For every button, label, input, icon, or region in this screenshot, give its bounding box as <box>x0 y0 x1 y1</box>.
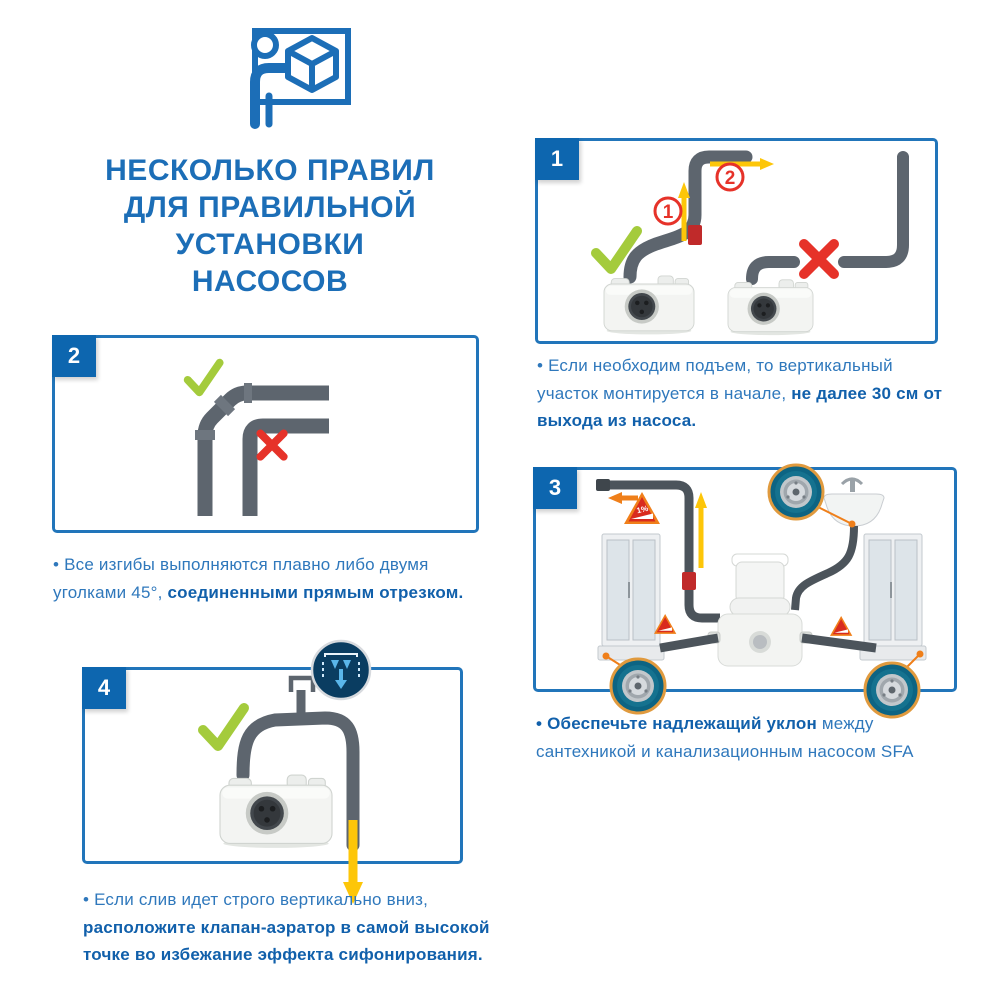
pipe-end-cap <box>596 479 610 491</box>
person-head <box>251 31 279 59</box>
shower-cabin-right <box>859 533 927 661</box>
presenter-with-box-icon <box>250 28 351 129</box>
sink-drain-pipe <box>791 525 858 611</box>
left-arrow-icon <box>608 492 638 504</box>
elbow-joint <box>213 394 236 417</box>
up-arrow-icon <box>678 182 690 241</box>
step-1-marker: 1 <box>653 196 683 226</box>
sink <box>823 477 885 527</box>
x-mark-icon <box>804 244 834 274</box>
slope-warning-triangle: 1% <box>624 492 660 524</box>
macerator-pump <box>603 275 695 335</box>
panel-4-number-badge: 4 <box>82 667 126 709</box>
panel-rule-2: 2 <box>52 335 479 533</box>
panel-1-caption: • Если необходим подъем, то вертикальный… <box>537 356 943 430</box>
panel-4-caption: • Если слив идет строго вертикально вниз… <box>83 890 490 964</box>
macerator-pump <box>727 279 814 336</box>
discharge-pipe <box>604 480 720 623</box>
panel-rule-4: 4 <box>82 639 463 904</box>
pipe-fitting <box>688 225 702 245</box>
aerator-valve-callout <box>310 639 372 701</box>
panel-2-caption: • Все изгибы выполняются плавно либо дву… <box>53 555 464 602</box>
page-title: НЕСКОЛЬКО ПРАВИЛ ДЛЯ ПРАВИЛЬНОЙ УСТАНОВК… <box>105 154 435 298</box>
panel-3-number-badge: 3 <box>533 467 577 509</box>
scene-vertical-rise: 1 2 <box>538 150 909 336</box>
correct-pipe <box>623 150 753 284</box>
pipe-fitting <box>682 572 696 590</box>
shower-pipe-right <box>801 633 877 653</box>
scene-bathroom-slope: 1% <box>596 463 927 719</box>
svg-text:1%: 1% <box>636 504 649 516</box>
checkmark-icon <box>203 708 244 746</box>
down-arrow-icon <box>343 820 363 904</box>
drain-callout-right <box>863 650 924 719</box>
macerator-pump <box>219 774 333 849</box>
panel-1-number-badge: 1 <box>535 138 579 180</box>
shower-pipe-left <box>659 633 719 653</box>
checkmark-icon <box>188 363 220 393</box>
cube-icon <box>285 35 339 93</box>
step-2-marker: 2 <box>715 162 745 192</box>
scene-pipe-bends <box>55 338 329 516</box>
shower-cabin-left <box>597 533 665 661</box>
person-body-arm <box>250 63 300 129</box>
arched-pipe <box>236 711 360 852</box>
drain-callout-left <box>602 652 667 715</box>
slope-warning-triangle-small <box>830 616 853 636</box>
up-arrow-icon <box>695 492 707 568</box>
panel-rule-1: 1 2 1 <box>535 138 938 344</box>
svg-text:2: 2 <box>725 168 736 189</box>
panel-2-number-badge: 2 <box>52 335 96 377</box>
scene-aerator-valve <box>85 639 372 904</box>
panel-3-caption: • Обеспечьте надлежащий уклон между сант… <box>536 714 914 761</box>
panel-rule-3: 1% <box>533 463 957 719</box>
x-mark-icon <box>260 433 283 456</box>
svg-text:1: 1 <box>663 202 674 223</box>
incorrect-bend-pipe <box>242 418 329 516</box>
drain-callout-sink <box>767 463 856 528</box>
aerator-valve <box>288 675 316 692</box>
incorrect-pipe <box>746 151 909 285</box>
